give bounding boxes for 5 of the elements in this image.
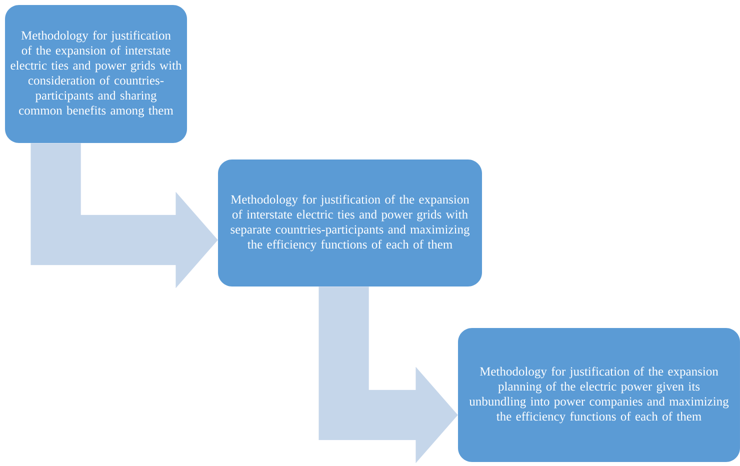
process-box: Methodology for justification of the expansion planning of the electric power given its unbundling into power companies and maximizing the efficiency functions of each of them <box>458 328 740 462</box>
bent-arrow <box>30 143 218 288</box>
bent-arrow <box>318 286 458 464</box>
process-box: Methodology for justification of the expansion of interstate electric ties and power grids with consideration of countries-participants and sharing common benefits among them <box>5 5 187 143</box>
process-box: Methodology for justification of the expansion of interstate electric ties and power grids with separate countries-participants and maximizing the efficiency functions of each of them <box>218 160 482 286</box>
